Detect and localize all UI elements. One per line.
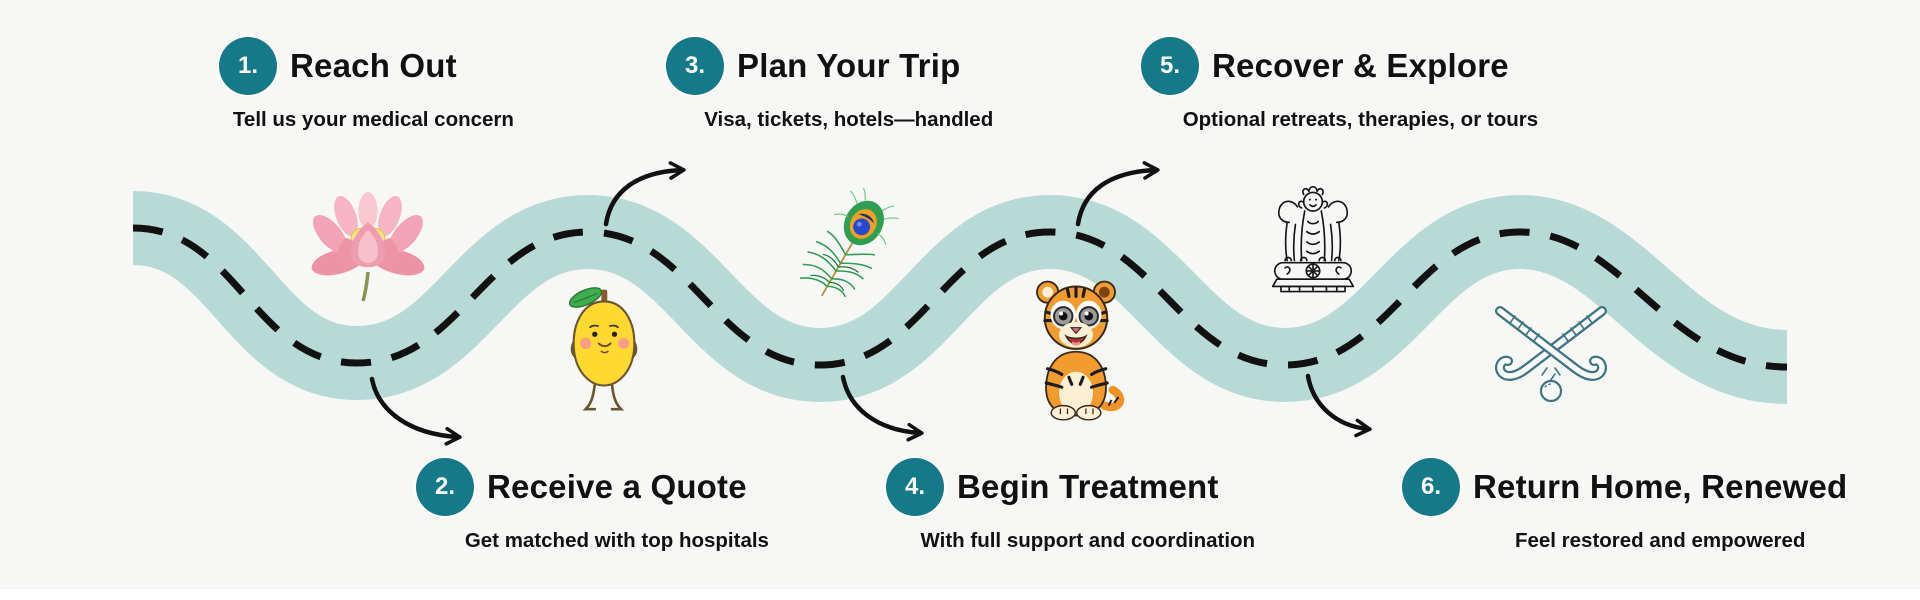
- peacock-feather-icon: [799, 187, 899, 298]
- step-4-number-badge: 4.: [886, 458, 944, 516]
- step-6-number: 6.: [1420, 473, 1441, 500]
- step-2: 2. Receive a Quote Get matched with top …: [416, 458, 769, 552]
- step-1-number-badge: 1.: [219, 37, 277, 95]
- step-6-subtitle: Feel restored and empowered: [1514, 529, 1806, 552]
- mango-mascot-icon: [568, 287, 638, 411]
- hockey-sticks-icon: [1494, 306, 1608, 403]
- step-5-title: Recover & Explore: [1212, 47, 1509, 84]
- step-5-number-badge: 5.: [1141, 37, 1199, 95]
- step-2-number: 2.: [434, 473, 455, 500]
- step-6: 6. Return Home, Renewed Feel restored an…: [1402, 458, 1848, 552]
- tiger-cub-icon: [1036, 280, 1125, 421]
- step-1: 1. Reach Out Tell us your medical concer…: [219, 37, 514, 131]
- lotus-icon: [311, 192, 425, 302]
- step-3-number-badge: 3.: [666, 37, 724, 95]
- step-2-number-badge: 2.: [416, 458, 474, 516]
- step-4: 4. Begin Treatment With full support and…: [886, 458, 1255, 552]
- bottom-margin-strip: [0, 589, 1920, 600]
- step-3-subtitle: Visa, tickets, hotels—handled: [704, 108, 994, 131]
- step-4-subtitle: With full support and coordination: [920, 529, 1256, 552]
- step-4-number: 4.: [904, 473, 925, 500]
- arrow-to-step-4: [840, 374, 924, 442]
- step-5-subtitle: Optional retreats, therapies, or tours: [1182, 108, 1539, 131]
- step-2-title: Receive a Quote: [487, 468, 747, 505]
- step-5-number: 5.: [1159, 52, 1180, 79]
- road-dashed-centerline: [132, 224, 1788, 371]
- step-5: 5. Recover & Explore Optional retreats, …: [1141, 37, 1538, 131]
- step-6-title: Return Home, Renewed: [1473, 468, 1848, 505]
- step-2-subtitle: Get matched with top hospitals: [464, 529, 769, 552]
- step-1-title: Reach Out: [290, 47, 457, 84]
- step-4-title: Begin Treatment: [957, 468, 1219, 505]
- ashoka-emblem-icon: [1271, 185, 1355, 293]
- step-1-number: 1.: [237, 52, 258, 79]
- arrow-to-step-6: [1305, 373, 1372, 438]
- step-6-number-badge: 6.: [1402, 458, 1460, 516]
- arrow-to-step-2: [369, 376, 462, 446]
- step-3: 3. Plan Your Trip Visa, tickets, hotels—…: [666, 37, 993, 131]
- arrow-to-step-5: [1075, 161, 1160, 227]
- step-1-subtitle: Tell us your medical concern: [232, 108, 514, 131]
- step-3-number: 3.: [684, 52, 705, 79]
- arrow-to-step-3: [603, 161, 686, 227]
- step-3-title: Plan Your Trip: [737, 47, 961, 84]
